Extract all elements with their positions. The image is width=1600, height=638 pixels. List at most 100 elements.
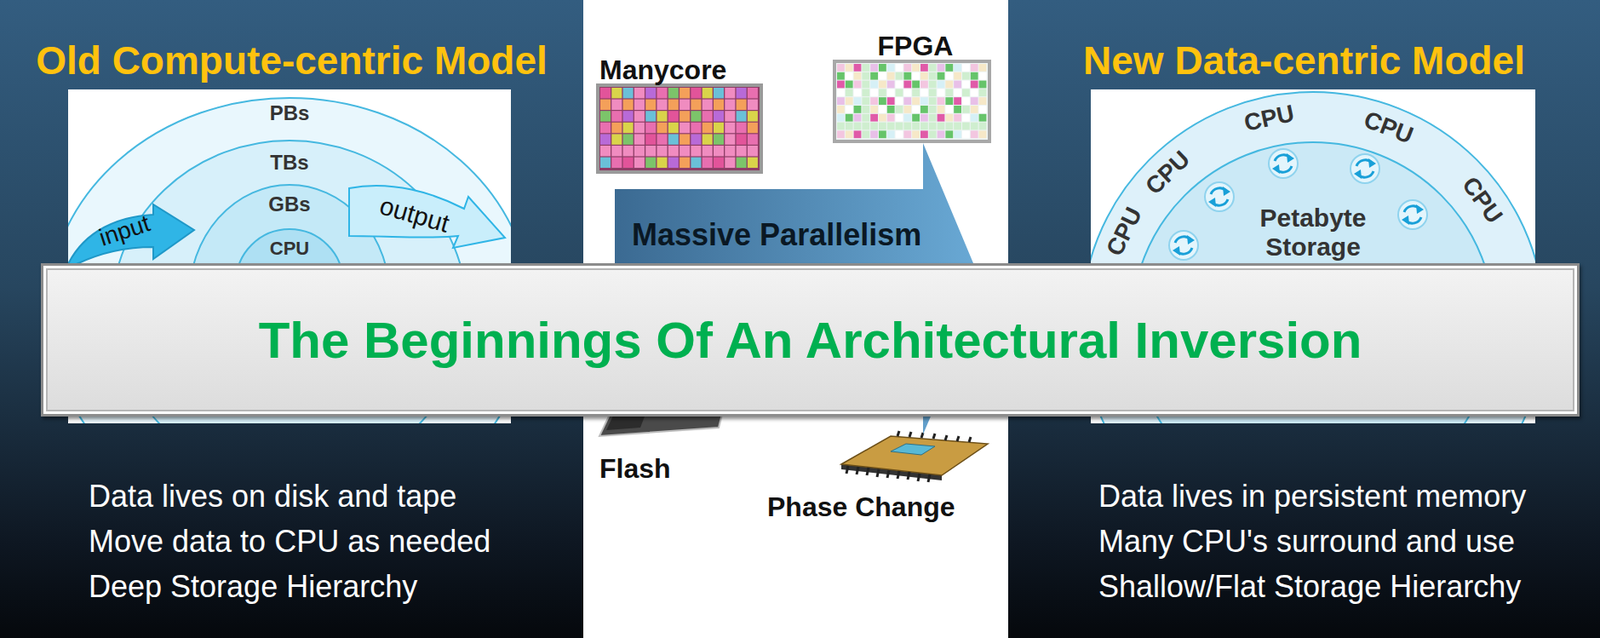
fpga-cell bbox=[911, 63, 920, 72]
fpga-cell bbox=[854, 63, 862, 72]
core-cell bbox=[747, 122, 758, 133]
core-cell bbox=[634, 133, 645, 144]
fpga-cell bbox=[887, 122, 895, 131]
fpga-cell bbox=[887, 72, 895, 81]
fpga-cell bbox=[937, 105, 946, 114]
fpga-cell bbox=[854, 122, 862, 131]
fpga-cell bbox=[945, 80, 953, 89]
fpga-cell bbox=[837, 63, 845, 72]
core-cell bbox=[747, 110, 758, 121]
core-cell bbox=[702, 145, 713, 156]
phase-change-chip bbox=[841, 430, 988, 482]
fpga-cell bbox=[903, 97, 912, 105]
fpga-cell bbox=[945, 72, 953, 81]
text-slot: Deep Storage Hierarchy bbox=[88, 565, 574, 608]
fpga-cell bbox=[953, 130, 962, 138]
core-cell bbox=[702, 110, 713, 121]
part-name: FPGA bbox=[877, 30, 954, 63]
part-name: Phase Change bbox=[767, 491, 956, 523]
fpga-cell bbox=[929, 122, 937, 131]
text-slot: FPGA bbox=[860, 28, 971, 64]
core-cell bbox=[679, 110, 690, 121]
fpga-cell bbox=[837, 97, 845, 105]
fpga-cell bbox=[895, 72, 904, 81]
core-cell bbox=[645, 122, 656, 133]
fpga-cell bbox=[845, 80, 854, 89]
fpga-cell bbox=[895, 88, 904, 97]
core-cell bbox=[690, 145, 701, 156]
core-cell bbox=[736, 157, 747, 168]
fpga-cell bbox=[870, 80, 878, 89]
core-cell bbox=[702, 87, 713, 98]
core-cell bbox=[702, 133, 713, 144]
fpga-cell bbox=[887, 97, 895, 105]
fpga-cell bbox=[854, 88, 862, 97]
fpga-cell bbox=[929, 88, 937, 97]
core-cell bbox=[679, 145, 690, 156]
fpga-cell bbox=[937, 63, 946, 72]
fpga-cell bbox=[845, 72, 854, 81]
core-cell bbox=[747, 99, 758, 110]
core-cell bbox=[713, 145, 724, 156]
fpga-cell bbox=[878, 80, 887, 89]
fpga-cell bbox=[837, 105, 845, 114]
core-cell bbox=[657, 145, 668, 156]
fpga-cell bbox=[970, 72, 979, 81]
fpga-cell bbox=[920, 97, 929, 105]
core-cell bbox=[600, 122, 611, 133]
core-cell bbox=[634, 99, 645, 110]
core-cell bbox=[611, 122, 622, 133]
core-cell bbox=[611, 99, 622, 110]
core-cell bbox=[690, 110, 701, 121]
fpga-cell bbox=[911, 114, 920, 122]
core-cell bbox=[724, 145, 735, 156]
core-cell bbox=[611, 157, 622, 168]
fpga-cell bbox=[945, 105, 953, 114]
fpga-cell bbox=[979, 122, 987, 131]
label-text: TBs bbox=[269, 150, 309, 175]
text-slot: output bbox=[367, 198, 462, 231]
text-slot: Shallow/Flat Storage Hierarchy bbox=[1098, 565, 1584, 608]
fpga-cell bbox=[854, 114, 862, 122]
fpga-cell bbox=[837, 130, 845, 138]
core-cell bbox=[611, 87, 622, 98]
panel-note: Data lives on disk and tape bbox=[88, 478, 457, 514]
core-cell bbox=[600, 110, 611, 121]
manycore-chip bbox=[597, 85, 762, 173]
fpga-cell bbox=[929, 80, 937, 89]
fpga-cell bbox=[845, 130, 854, 138]
fpga-cell bbox=[837, 122, 845, 131]
fpga-cell bbox=[945, 88, 953, 97]
fpga-cell bbox=[903, 80, 912, 89]
fpga-cell bbox=[929, 63, 937, 72]
fpga-cell bbox=[845, 63, 854, 72]
fpga-cell bbox=[970, 130, 979, 138]
fpga-cell bbox=[895, 80, 904, 89]
text-slot: Move data to CPU as needed bbox=[88, 520, 574, 563]
storage-label: Petabyte Storage bbox=[1223, 203, 1403, 262]
fpga-cell bbox=[854, 97, 862, 105]
fpga-cell bbox=[953, 105, 962, 114]
label-text: GBs bbox=[268, 192, 310, 217]
panel-title: Old Compute-centric Model bbox=[35, 38, 548, 84]
core-cell bbox=[623, 87, 634, 98]
fpga-cell bbox=[911, 122, 920, 131]
fpga-cell bbox=[970, 105, 979, 114]
cpu-label: CPU bbox=[1456, 172, 1509, 230]
fpga-cell bbox=[887, 114, 895, 122]
fpga-cell bbox=[979, 130, 987, 138]
cpu-label: CPU bbox=[1359, 106, 1417, 150]
core-cell bbox=[611, 133, 622, 144]
core-cell bbox=[713, 99, 724, 110]
fpga-cell bbox=[878, 88, 887, 97]
core-cell bbox=[611, 110, 622, 121]
cpu-label: CPU bbox=[1242, 99, 1298, 138]
core-cell bbox=[679, 87, 690, 98]
fpga-cell bbox=[870, 130, 878, 138]
core-cell bbox=[600, 99, 611, 110]
fpga-cell bbox=[878, 114, 887, 122]
core-cell bbox=[690, 99, 701, 110]
core-cell bbox=[736, 87, 747, 98]
fpga-cell bbox=[962, 105, 970, 114]
